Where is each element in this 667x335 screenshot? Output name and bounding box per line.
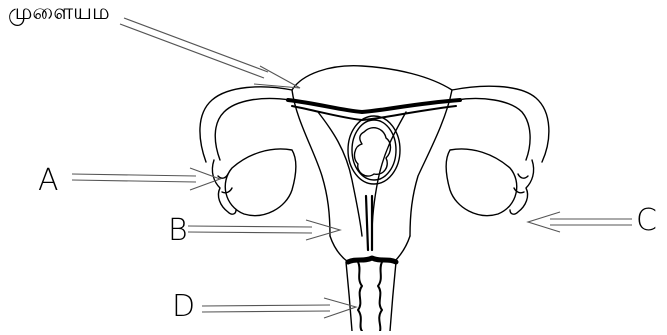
uterus-fundus-outline [292, 66, 452, 90]
label-d: D [172, 292, 195, 322]
embryo [355, 128, 391, 176]
arrow-b [188, 220, 340, 240]
arrow-a [72, 168, 220, 190]
label-a: A [38, 166, 59, 196]
label-top: முளையம [8, 2, 110, 24]
cervix-left [330, 236, 348, 262]
label-b: B [168, 216, 188, 246]
left-ovary [225, 149, 296, 216]
vaginal-folds [358, 262, 382, 331]
vagina-left [346, 262, 352, 331]
cervix-right [394, 236, 410, 262]
right-ovary [446, 149, 517, 216]
arrow-top [120, 18, 300, 88]
arrow-d [202, 298, 356, 318]
uterus-left-wall [292, 90, 330, 236]
vagina-right [390, 262, 396, 331]
right-tube-inner [456, 99, 530, 161]
right-tube-outer [452, 86, 549, 162]
uterine-cavity-band-lower [292, 106, 456, 120]
arrow-c [528, 212, 632, 232]
left-tube-inner [215, 99, 290, 161]
cervical-canal [366, 196, 372, 250]
label-c: C [636, 206, 657, 236]
cervix-dark [348, 258, 396, 262]
right-fimbriae [510, 160, 534, 214]
